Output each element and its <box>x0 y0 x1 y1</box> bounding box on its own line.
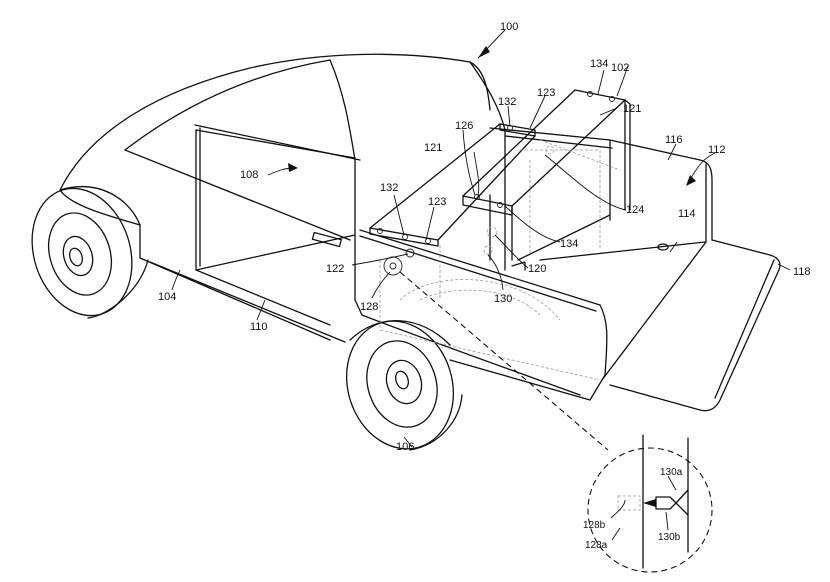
rear-wheel <box>345 320 463 451</box>
label-114: 114 <box>678 208 696 220</box>
label-134-mid: 134 <box>560 238 578 250</box>
label-128: 128 <box>360 301 378 313</box>
label-124: 124 <box>626 204 644 216</box>
truck-cab <box>59 53 506 343</box>
label-121-top: 121 <box>623 103 641 115</box>
label-130b: 130b <box>658 532 681 543</box>
detail-circle <box>587 447 713 573</box>
label-108: 108 <box>240 169 258 181</box>
label-122: 122 <box>326 263 344 275</box>
label-123-mid: 123 <box>428 196 446 208</box>
leader-lines <box>171 29 791 541</box>
label-120: 120 <box>528 263 546 275</box>
truck-bed <box>359 127 781 412</box>
rack-assembly <box>369 89 631 300</box>
label-132-mid: 132 <box>380 182 398 194</box>
label-100: 100 <box>500 21 518 33</box>
arrow-tip <box>643 499 656 507</box>
label-130: 130 <box>494 293 512 305</box>
label-128a: 128a <box>585 540 608 551</box>
label-104: 104 <box>158 291 176 303</box>
label-128b: 128b <box>583 520 606 531</box>
bed-floor-hole <box>657 243 669 251</box>
reference-labels: 100 102 134 121 123 132 126 121 116 112 … <box>158 21 811 551</box>
label-134-top: 134 <box>590 58 608 70</box>
label-110: 110 <box>250 321 268 333</box>
label-102: 102 <box>611 62 629 74</box>
door-handle <box>311 231 342 248</box>
label-112: 112 <box>708 144 726 156</box>
label-106: 106 <box>396 441 414 453</box>
label-132-top: 132 <box>498 96 516 108</box>
label-130a: 130a <box>660 467 683 478</box>
label-118: 118 <box>793 266 811 278</box>
label-116: 116 <box>665 134 683 146</box>
label-126: 126 <box>455 120 473 132</box>
detail-inset <box>399 271 713 573</box>
label-123-top: 123 <box>537 87 555 99</box>
label-121-mid: 121 <box>424 142 442 154</box>
front-wheel <box>31 185 149 319</box>
